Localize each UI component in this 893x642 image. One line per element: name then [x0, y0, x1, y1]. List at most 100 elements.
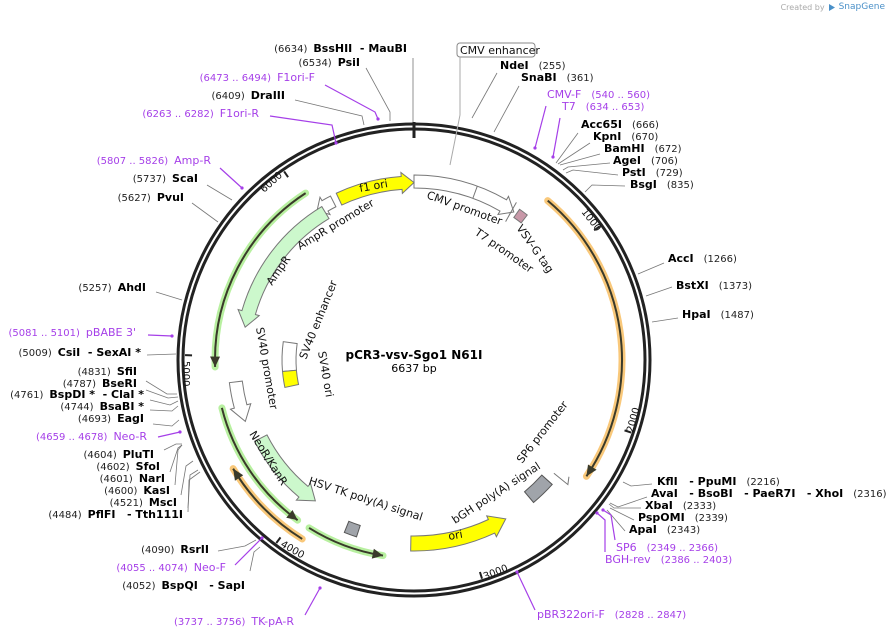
- site-leader: [622, 481, 653, 487]
- primer-leader: [219, 167, 243, 189]
- name: ScaI: [172, 172, 198, 185]
- position: (5009): [19, 348, 52, 359]
- position: (4659 .. 4678): [36, 432, 108, 443]
- insert-orf-arrow: [547, 199, 623, 477]
- name: AgeI: [613, 154, 641, 167]
- primer-mark: [601, 508, 605, 512]
- site-leader: [557, 142, 591, 165]
- primer-neo-r: (4659 .. 4678)Neo-R: [36, 430, 182, 443]
- site-label: (4693)EagI: [78, 412, 144, 425]
- site-bsshii-maubi: (6634)BssHII - MauBI: [274, 42, 414, 122]
- position: (666): [632, 120, 659, 131]
- primer-tk-pa-r: (3737 .. 3756)TK-pA-R: [174, 586, 322, 628]
- snapgene-logo-icon: [828, 3, 835, 11]
- primer-t7: T7(634 .. 653): [551, 100, 645, 159]
- primer-f1ori-f: (6473 .. 6494)F1ori-F: [200, 71, 380, 121]
- position: (2386 .. 2403): [661, 555, 733, 566]
- plasmid-name: pCR3-vsv-Sgo1 N61I: [346, 348, 483, 362]
- name: BsaBI *: [100, 400, 145, 413]
- name: CsiI - SexAI *: [58, 346, 141, 359]
- site-apai: ApaI(2343): [606, 509, 700, 536]
- vsvg-tag-box: [513, 208, 528, 224]
- primer-mark: [170, 334, 174, 338]
- site-leader: [187, 471, 201, 513]
- brand-name: SnapGene: [838, 2, 885, 12]
- site-kfli-ppumi: KflI - PpuMI(2216): [622, 475, 780, 488]
- primer-leader: [324, 84, 379, 120]
- name: AccI: [668, 252, 694, 265]
- site-label: (5257)AhdI: [78, 281, 146, 294]
- name: PstI: [622, 166, 646, 179]
- created-by-text: Created by: [780, 2, 825, 12]
- site-leader: [249, 546, 261, 572]
- site-label: (5737)ScaI: [133, 172, 198, 185]
- site-label: (4090)RsrII: [141, 543, 209, 556]
- name: EagI: [117, 412, 144, 425]
- sites-layer: (6634)BssHII - MauBI(6534)PsiI(6473 .. 6…: [9, 42, 887, 628]
- hsv-tk-polya-box: [343, 520, 361, 538]
- name: PvuI: [157, 191, 184, 204]
- ampr-arrow: [237, 205, 330, 329]
- site-pspomi: PspOMI(2339): [609, 507, 728, 524]
- position: (4761): [10, 390, 43, 401]
- primer-label: BGH-rev (2386 .. 2403): [605, 553, 732, 566]
- primer-mark: [533, 146, 537, 150]
- site-pvui: (5627)PvuI: [118, 191, 219, 223]
- name: Amp-R: [174, 154, 211, 167]
- site-bsabi: (4744)BsaBI *: [60, 400, 179, 413]
- site-bstxi: BstXI(1373): [645, 279, 752, 297]
- site-label: PspOMI(2339): [638, 511, 728, 524]
- sv40-promoter-arrow: [228, 380, 252, 423]
- primer-label: (6263 .. 6282)F1ori-R: [142, 107, 259, 120]
- primer-label: SP6(2349 .. 2366): [616, 541, 718, 554]
- site-bspdi-clai: (4761)BspDI * - ClaI *: [10, 388, 179, 406]
- primer-label: (5081 .. 5101)pBABE 3': [9, 326, 137, 339]
- position: (4484): [48, 510, 81, 521]
- primer-mark: [334, 141, 338, 145]
- position: (2216): [746, 477, 779, 488]
- site-bsgi: BsgI(835): [584, 178, 694, 193]
- site-label: (4600)KasI: [104, 484, 170, 497]
- primer-leader: [234, 537, 263, 566]
- site-label: XbaI(2333): [645, 499, 716, 512]
- name: SP6: [616, 541, 637, 554]
- site-sfoi: (4602)SfoI: [96, 444, 183, 473]
- name: PspOMI: [638, 511, 685, 524]
- site-label: BsgI(835): [630, 178, 694, 191]
- site-bamhi: BamHI(672): [559, 142, 682, 166]
- site-label: (4831)SfiI: [78, 365, 137, 378]
- features-layer: [210, 171, 626, 560]
- name: BGH-rev: [605, 553, 651, 566]
- name: Neo-F: [194, 561, 226, 574]
- tick-mark-2000: [624, 429, 632, 434]
- position: (6409): [211, 91, 244, 102]
- name: PsiI: [338, 56, 360, 69]
- site-kpni: KpnI(670): [557, 130, 658, 165]
- site-label: BstXI(1373): [676, 279, 752, 292]
- name: BstXI: [676, 279, 709, 292]
- position: (672): [655, 144, 682, 155]
- site-label: Acc65I(666): [581, 118, 659, 131]
- site-csii-sexai: (5009) CsiI - SexAI *: [19, 346, 177, 359]
- outer-green-arrow-1: [214, 192, 307, 367]
- position: (4055 .. 4074): [116, 563, 188, 574]
- site-leader: [584, 184, 626, 193]
- primer-leader: [534, 105, 547, 149]
- primer-label: (4055 .. 4074) Neo-F: [116, 561, 226, 574]
- sv40-ori-label: SV40 ori: [315, 350, 336, 398]
- position: (5257): [78, 283, 111, 294]
- position: (5081 .. 5101): [9, 328, 81, 339]
- site-kasi: (4600)KasI: [104, 460, 194, 497]
- site-label: AccI(1266): [668, 252, 737, 265]
- sv40-promoter-label: SV40 promoter: [253, 326, 280, 411]
- cmv-enhancer-label: CMV enhancer: [460, 44, 540, 57]
- site-sfii: (4831)SfiI: [78, 365, 177, 395]
- name: BsgI: [630, 178, 657, 191]
- site-leader: [163, 443, 182, 451]
- position: (6634): [274, 44, 307, 55]
- site-label: (5009) CsiI - SexAI *: [19, 346, 142, 359]
- site-ahdi: (5257)AhdI: [78, 281, 183, 301]
- site-acci: AccI(1266): [637, 252, 737, 275]
- site-label: NdeI(255): [500, 59, 566, 72]
